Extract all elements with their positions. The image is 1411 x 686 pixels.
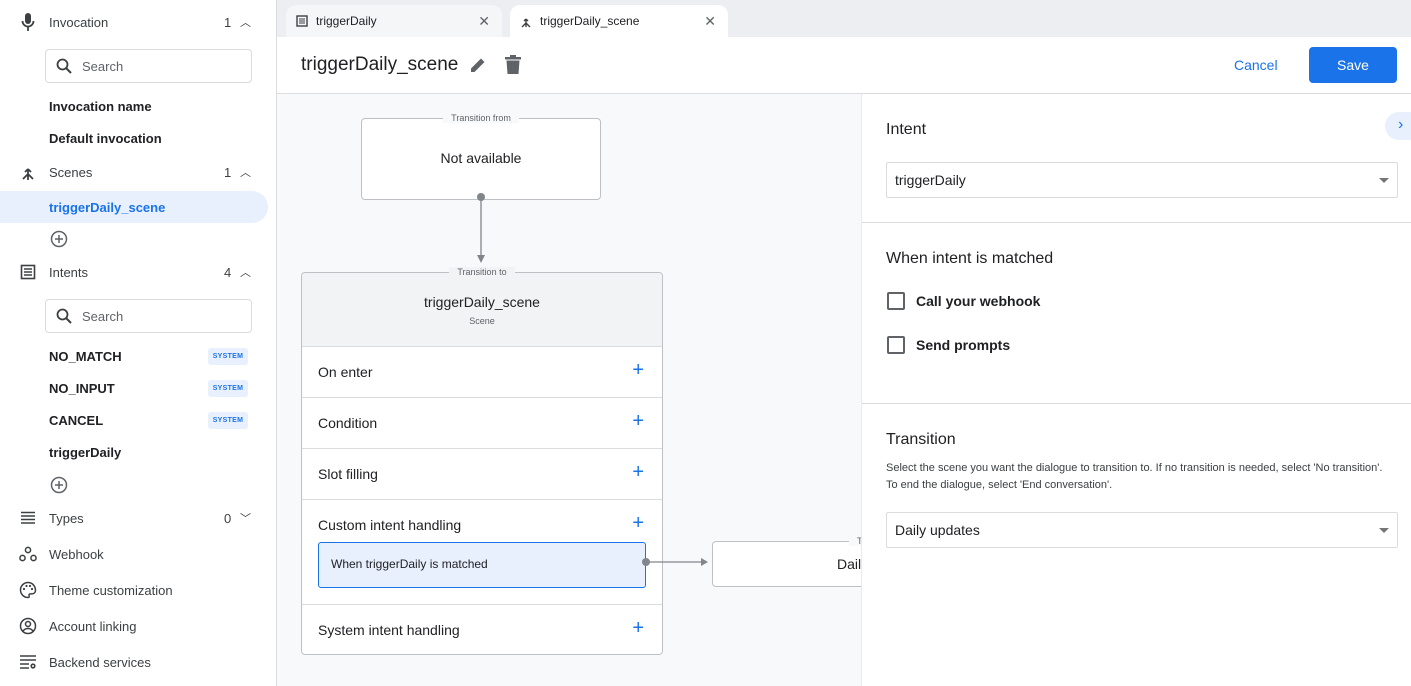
delete-trash-icon[interactable] <box>505 55 521 75</box>
scene-row-condition[interactable]: Condition+ <box>302 397 662 448</box>
backend-settings-icon <box>18 652 38 672</box>
tab-triggerdaily[interactable]: triggerDaily ✕ <box>286 5 502 37</box>
transition-label: Transition <box>886 431 956 448</box>
search-icon <box>56 58 74 74</box>
add-icon[interactable]: + <box>632 410 644 432</box>
sidebar-item-cancel[interactable]: CANCEL <box>49 413 104 428</box>
sidebar-item-account-linking[interactable]: Account linking <box>0 611 276 641</box>
chevron-up-icon[interactable]: ︿ <box>240 17 251 29</box>
chevron-up-icon[interactable]: ︿ <box>240 267 251 279</box>
collapse-panel-chevron-icon[interactable]: › <box>1385 112 1411 140</box>
sidebar-item-no-input[interactable]: NO_INPUT <box>49 381 115 396</box>
invocation-search-input[interactable]: Search <box>45 49 252 83</box>
flow-canvas: Transition from Not available Transition… <box>277 94 861 686</box>
sidebar-item-triggerdaily[interactable]: triggerDaily <box>49 445 122 460</box>
sidebar-item-webhook[interactable]: Webhook <box>0 539 276 569</box>
add-intent-icon[interactable] <box>50 476 68 494</box>
add-icon[interactable]: + <box>632 617 644 639</box>
transition-from-node: Transition from Not available <box>361 113 601 200</box>
add-icon[interactable]: + <box>632 512 644 534</box>
chevron-down-icon[interactable]: ﹀ <box>240 513 251 525</box>
call-webhook-label[interactable]: Call your webhook <box>916 293 1041 309</box>
transition-target-legend: Tr <box>849 536 861 546</box>
transition-from-value: Not available <box>440 150 522 166</box>
dropdown-arrow-icon <box>1379 528 1389 533</box>
sidebar-item-no-match[interactable]: NO_MATCH <box>49 349 122 364</box>
add-icon[interactable]: + <box>632 359 644 381</box>
palette-icon <box>18 580 38 600</box>
scene-row-on-enter[interactable]: On enter+ <box>302 346 662 397</box>
microphone-icon <box>18 12 38 32</box>
sidebar-item-backend-services[interactable]: Backend services <box>0 647 276 677</box>
scene-row-slot-filling[interactable]: Slot filling+ <box>302 448 662 499</box>
sidebar-item-triggerdaily-scene[interactable]: triggerDaily_scene <box>0 191 268 223</box>
sidebar: Invocation 1 ︿ Search Invocation name De… <box>0 0 277 686</box>
send-prompts-label[interactable]: Send prompts <box>916 337 1011 353</box>
intents-search-input[interactable]: Search <box>45 299 252 333</box>
connector-arrow-right <box>642 558 708 566</box>
save-button[interactable]: Save <box>1309 47 1397 83</box>
page-title: triggerDaily_scene <box>301 54 459 75</box>
system-badge: SYSTEM <box>208 380 248 397</box>
cancel-button[interactable]: Cancel <box>1234 57 1278 73</box>
sidebar-item-default-invocation[interactable]: Default invocation <box>49 131 162 146</box>
connector-arrow-down <box>477 193 485 263</box>
scene-row-system-intent-handling[interactable]: System intent handling+ <box>302 604 662 655</box>
sidebar-section-intents[interactable]: Intents 4 ︿ <box>0 257 276 287</box>
close-tab-icon[interactable]: ✕ <box>704 12 716 29</box>
intent-icon <box>18 262 38 282</box>
webhook-icon <box>18 544 38 564</box>
close-tab-icon[interactable]: ✕ <box>478 12 490 29</box>
add-icon[interactable]: + <box>632 461 644 483</box>
intent-handler-triggerdaily[interactable]: When triggerDaily is matched <box>318 542 646 588</box>
transition-to-legend: Transition to <box>449 267 515 277</box>
scene-icon <box>520 14 534 28</box>
sidebar-section-types[interactable]: Types 0 ﹀ <box>0 503 276 533</box>
intent-icon <box>296 15 310 27</box>
account-circle-icon <box>18 616 38 636</box>
add-scene-icon[interactable] <box>50 230 68 248</box>
types-list-icon <box>18 508 38 528</box>
system-badge: SYSTEM <box>208 348 248 365</box>
scene-row-custom-intent-handling[interactable]: Custom intent handling+ When triggerDail… <box>302 499 662 604</box>
system-badge: SYSTEM <box>208 412 248 429</box>
sidebar-section-scenes[interactable]: Scenes 1 ︿ <box>0 157 276 187</box>
tab-bar: triggerDaily ✕ triggerDaily_scene ✕ <box>277 0 1411 37</box>
scene-icon <box>18 162 38 182</box>
call-webhook-checkbox[interactable] <box>887 292 905 310</box>
intent-label: Intent <box>886 121 927 138</box>
editor-header: triggerDaily_scene Cancel Save <box>277 37 1411 94</box>
transition-select[interactable]: Daily updates <box>886 512 1398 548</box>
tab-triggerdaily-scene[interactable]: triggerDaily_scene ✕ <box>510 5 728 37</box>
scene-name: triggerDaily_scene <box>424 294 540 310</box>
scene-node: Transition to triggerDaily_scene Scene O… <box>301 267 663 655</box>
chevron-up-icon[interactable]: ︿ <box>240 167 251 179</box>
transition-description: Select the scene you want the dialogue t… <box>886 462 1383 491</box>
when-matched-label: When intent is matched <box>886 250 1054 267</box>
intent-select[interactable]: triggerDaily <box>886 162 1398 198</box>
scene-type: Scene <box>469 316 495 326</box>
transition-from-legend: Transition from <box>443 113 519 123</box>
transition-target-node[interactable]: Tr Dail <box>712 536 861 587</box>
transition-target-value: Dail <box>837 556 861 572</box>
edit-pencil-icon[interactable] <box>469 56 487 74</box>
send-prompts-checkbox[interactable] <box>887 336 905 354</box>
sidebar-item-theme-customization[interactable]: Theme customization <box>0 575 276 605</box>
sidebar-item-invocation-name[interactable]: Invocation name <box>49 99 152 114</box>
intent-handler-panel: › Intent triggerDaily When intent is mat… <box>861 94 1411 686</box>
sidebar-section-invocation[interactable]: Invocation 1 ︿ <box>0 7 276 37</box>
dropdown-arrow-icon <box>1379 178 1389 183</box>
search-icon <box>56 308 74 324</box>
